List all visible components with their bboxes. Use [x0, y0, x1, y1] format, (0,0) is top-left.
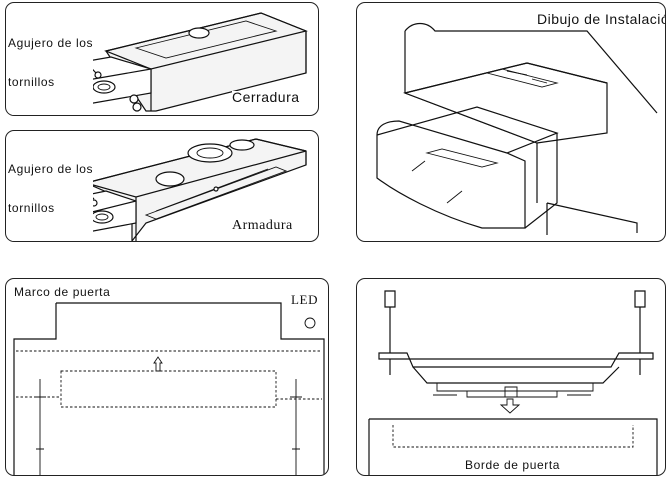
screw-holes-label-line2: tornillos — [8, 201, 55, 215]
dooredge-drawing — [368, 290, 658, 475]
install-title: Dibujo de Instalación — [537, 12, 665, 26]
screw-holes-label: Agujero de los tornillos — [8, 137, 94, 241]
install-drawing — [376, 22, 658, 235]
screw-holes-label-line1: Agujero de los — [8, 36, 94, 50]
screw-holes-label: Agujero de los tornillos — [8, 11, 94, 115]
dooredge-title: Borde de puerta — [465, 458, 561, 472]
doorframe-drawing — [13, 302, 325, 475]
screw-holes-label-line2: tornillos — [8, 75, 55, 89]
panel-install: Dibujo de Instalación — [356, 2, 666, 242]
panel-dooredge: Borde de puerta — [356, 278, 666, 476]
led-label: LED — [291, 292, 319, 307]
doorframe-title: Marco de puerta — [14, 285, 111, 299]
panel-lock: Agujero de los tornillos Cerradura — [5, 2, 319, 116]
screw-holes-label-line1: Agujero de los — [8, 162, 94, 176]
lock-name-label: Cerradura — [232, 89, 300, 105]
panel-doorframe: Marco de puerta LED — [5, 278, 329, 476]
panel-frame: Agujero de los tornillos Armadura — [5, 130, 319, 242]
frame-name-label: Armadura — [232, 218, 293, 233]
